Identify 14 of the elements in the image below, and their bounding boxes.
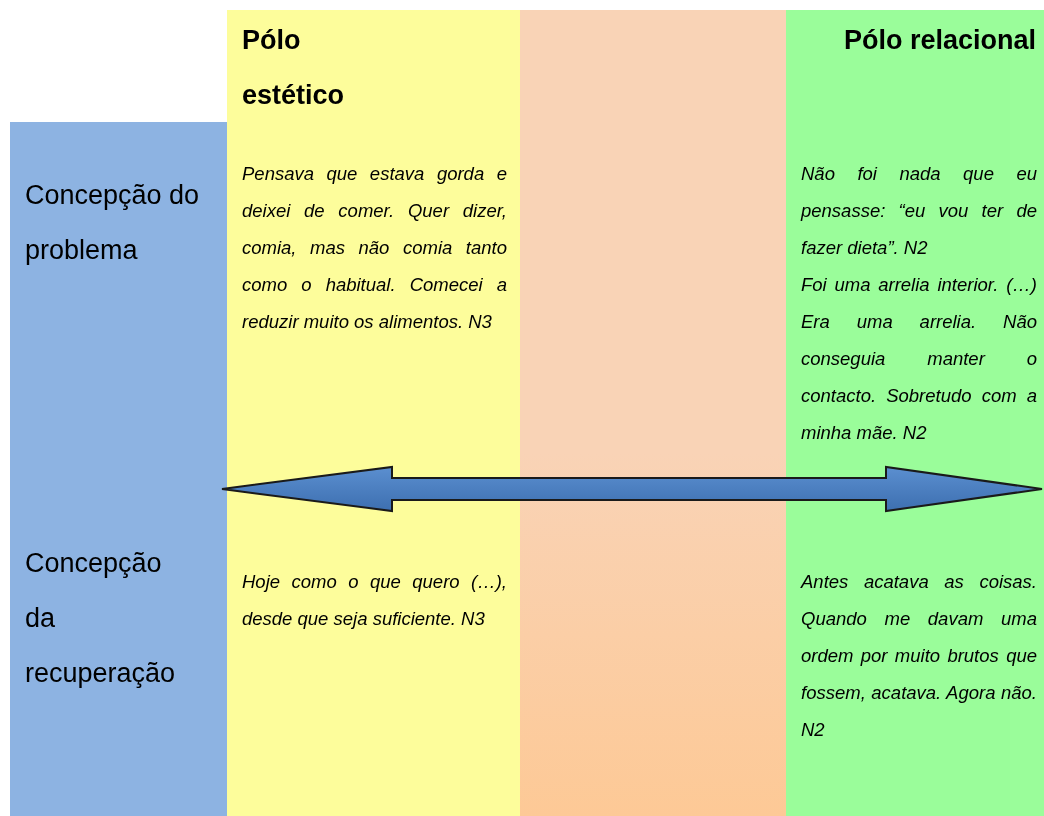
block-arrow bbox=[221, 465, 1043, 513]
quote-text: Hoje como o que quero (…), desde que seja suficiente. N3 bbox=[242, 570, 507, 631]
row-heading: Concepção da recuperação bbox=[25, 547, 177, 690]
column-band bbox=[227, 10, 520, 816]
column-heading: Pólo estético bbox=[242, 24, 346, 112]
row-header-band bbox=[10, 122, 227, 816]
quote-text: Antes acatava as coisas. Quando me davam uma ordem por muito brutos que fossem, acatava. Agora não. N2 bbox=[801, 570, 1037, 742]
quote-text: Foi uma arrelia interior. (…) Era uma arrelia. Não conseguia manter o contacto. Sobretudo com a minha mãe. N2 bbox=[801, 273, 1037, 445]
column-heading: Pólo relacional bbox=[842, 24, 1036, 57]
column-band bbox=[786, 10, 1044, 816]
row-heading: Concepção do problema bbox=[25, 179, 201, 267]
quote-text: Não foi nada que eu pensasse: “eu vou ter de fazer dieta”. N2 bbox=[801, 162, 1037, 260]
column-band bbox=[520, 10, 786, 816]
quote-text: Pensava que estava gorda e deixei de comer. Quer dizer, comia, mas não comia tanto como o habitual. Comecei a reduzir muito os alimentos. N3 bbox=[242, 162, 507, 334]
